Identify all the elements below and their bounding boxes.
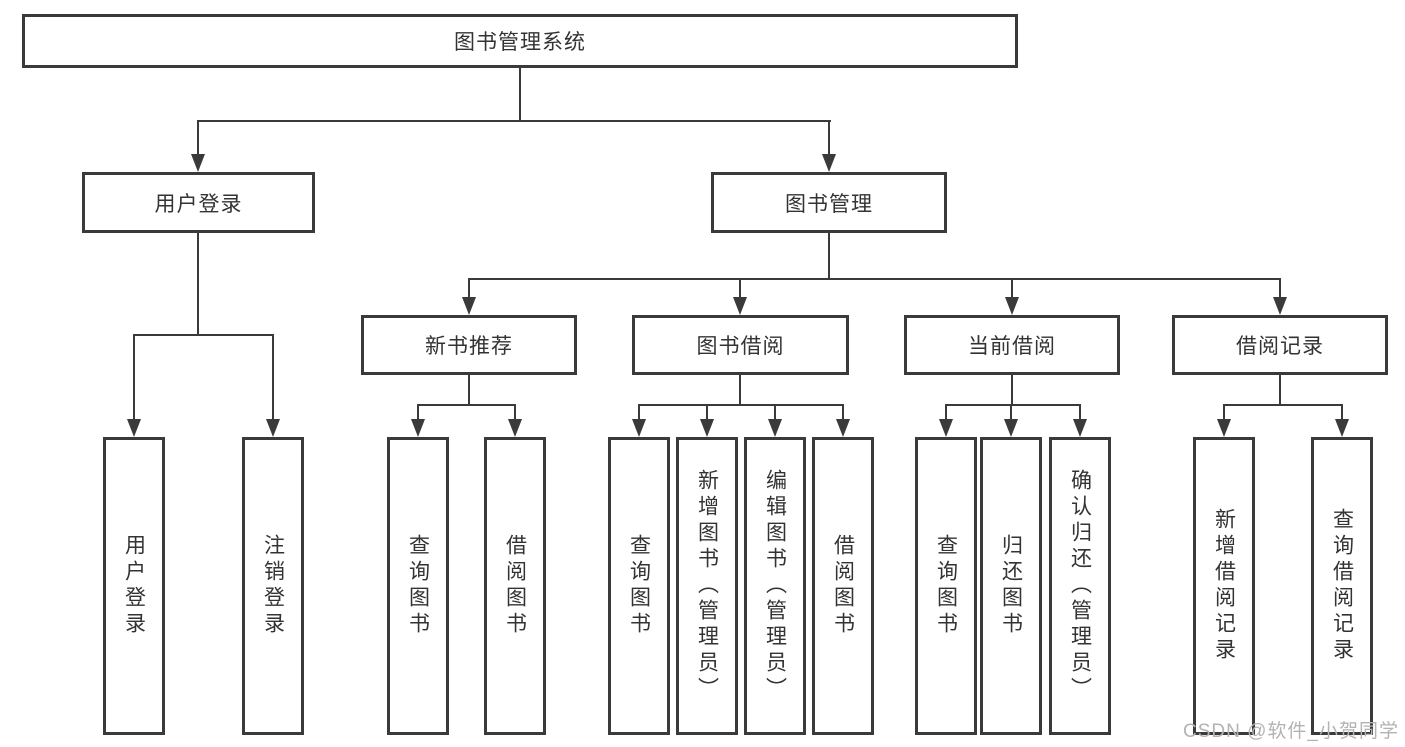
leaf-borrow-books-label: 借阅图书	[831, 534, 855, 638]
arrow-to-module-borrow	[733, 297, 747, 315]
leaf-logout-label: 注销登录	[261, 534, 285, 638]
arrow-m1-leaf-3	[836, 419, 850, 437]
connector-m1-drop-0	[638, 404, 640, 421]
connector-m1-drop-3	[842, 404, 844, 421]
leaf-query-books-current-label: 查询图书	[934, 534, 958, 638]
node-borrow-records-label: 借阅记录	[1236, 335, 1324, 358]
arrow-to-module-current	[1005, 297, 1019, 315]
connector-drop-login-leaf	[133, 334, 135, 421]
node-user-login-label: 用户登录	[154, 192, 243, 216]
connector-m2-branch	[945, 404, 1081, 406]
arrow-to-module-new-book	[462, 297, 476, 315]
arrow-m3-leaf-0	[1217, 419, 1231, 437]
arrow-to-user-login	[191, 154, 205, 172]
connector-drop-logout-leaf	[272, 334, 274, 421]
arrow-m0-leaf-1	[508, 419, 522, 437]
arrow-m3-leaf-1	[1335, 419, 1349, 437]
arrow-m2-leaf-2	[1073, 419, 1087, 437]
connector-m1-drop-2	[774, 404, 776, 421]
leaf-query-books-borrow-label: 查询图书	[627, 534, 651, 638]
node-user-login: 用户登录	[82, 172, 315, 233]
connector-m3-branch	[1223, 404, 1343, 406]
node-book-management: 图书管理	[711, 172, 947, 233]
connector-drop-module-records	[1279, 278, 1281, 299]
node-library-system-label: 图书管理系统	[454, 31, 586, 54]
leaf-edit-book-admin: 编辑图书（管理员）	[744, 437, 806, 735]
leaf-borrow-books-recommend: 借阅图书	[484, 437, 546, 735]
node-borrow-records: 借阅记录	[1172, 315, 1388, 375]
leaf-confirm-return-admin-label: 确认归还（管理员）	[1068, 469, 1092, 703]
connector-drop-module-current	[1011, 278, 1013, 299]
connector-m2-stub	[1011, 375, 1013, 406]
node-library-system: 图书管理系统	[22, 14, 1018, 68]
connector-m3-stub	[1279, 375, 1281, 406]
connector-m3-drop-1	[1341, 404, 1343, 421]
node-new-book-recommend: 新书推荐	[361, 315, 577, 375]
arrow-m2-leaf-1	[1004, 419, 1018, 437]
leaf-query-books-recommend: 查询图书	[387, 437, 449, 735]
connector-drop-book-mgmt	[828, 120, 830, 156]
connector-m0-drop-1	[514, 404, 516, 421]
leaf-edit-book-admin-label: 编辑图书（管理员）	[763, 469, 787, 703]
arrow-to-logout-leaf	[266, 419, 280, 437]
leaf-return-books-label: 归还图书	[999, 534, 1023, 638]
arrow-m1-leaf-1	[700, 419, 714, 437]
leaf-borrow-books-recommend-label: 借阅图书	[503, 534, 527, 638]
leaf-query-books-current: 查询图书	[915, 437, 977, 735]
connector-m0-stub	[468, 375, 470, 406]
connector-root-branch	[197, 120, 831, 122]
connector-drop-module-borrow	[739, 278, 741, 299]
leaf-add-book-admin-label: 新增图书（管理员）	[695, 469, 719, 703]
leaf-user-login-label: 用户登录	[122, 534, 146, 638]
arrow-m1-leaf-0	[632, 419, 646, 437]
arrow-m0-leaf-0	[411, 419, 425, 437]
connector-m1-branch	[638, 404, 844, 406]
arrow-m1-leaf-2	[768, 419, 782, 437]
leaf-query-books-recommend-label: 查询图书	[406, 534, 430, 638]
connector-m2-drop-1	[1010, 404, 1012, 421]
arrow-to-login-leaf	[127, 419, 141, 437]
leaf-return-books: 归还图书	[980, 437, 1042, 735]
connector-drop-user-login	[197, 120, 199, 156]
node-book-borrow: 图书借阅	[632, 315, 849, 375]
csdn-watermark: CSDN @软件_小贺同学	[1183, 721, 1399, 742]
connector-m3-drop-0	[1223, 404, 1225, 421]
arrow-m2-leaf-0	[939, 419, 953, 437]
connector-m1-drop-1	[706, 404, 708, 421]
connector-book-mgmt-stub	[828, 233, 830, 280]
leaf-query-borrow-record-label: 查询借阅记录	[1330, 508, 1354, 664]
connector-root-stub	[519, 68, 521, 122]
connector-m1-stub	[739, 375, 741, 406]
connector-drop-module-new-book	[468, 278, 470, 299]
connector-user-login-branch	[133, 334, 274, 336]
node-book-borrow-label: 图书借阅	[696, 335, 785, 358]
node-book-management-label: 图书管理	[785, 192, 873, 216]
connector-m2-drop-0	[945, 404, 947, 421]
leaf-add-borrow-record: 新增借阅记录	[1193, 437, 1255, 735]
connector-m2-drop-2	[1079, 404, 1081, 421]
arrow-to-book-mgmt	[822, 154, 836, 172]
leaf-query-books-borrow: 查询图书	[608, 437, 670, 735]
connector-m0-branch	[417, 404, 516, 406]
leaf-borrow-books: 借阅图书	[812, 437, 874, 735]
leaf-logout: 注销登录	[242, 437, 304, 735]
node-new-book-recommend-label: 新书推荐	[425, 335, 513, 358]
leaf-query-borrow-record: 查询借阅记录	[1311, 437, 1373, 735]
connector-book-mgmt-branch	[468, 278, 1281, 280]
arrow-to-module-records	[1273, 297, 1287, 315]
node-current-borrow: 当前借阅	[904, 315, 1120, 375]
leaf-add-book-admin: 新增图书（管理员）	[676, 437, 738, 735]
connector-m0-drop-0	[417, 404, 419, 421]
leaf-add-borrow-record-label: 新增借阅记录	[1212, 508, 1236, 664]
leaf-confirm-return-admin: 确认归还（管理员）	[1049, 437, 1111, 735]
node-current-borrow-label: 当前借阅	[968, 335, 1056, 358]
leaf-user-login: 用户登录	[103, 437, 165, 735]
connector-user-login-stub	[197, 233, 199, 336]
